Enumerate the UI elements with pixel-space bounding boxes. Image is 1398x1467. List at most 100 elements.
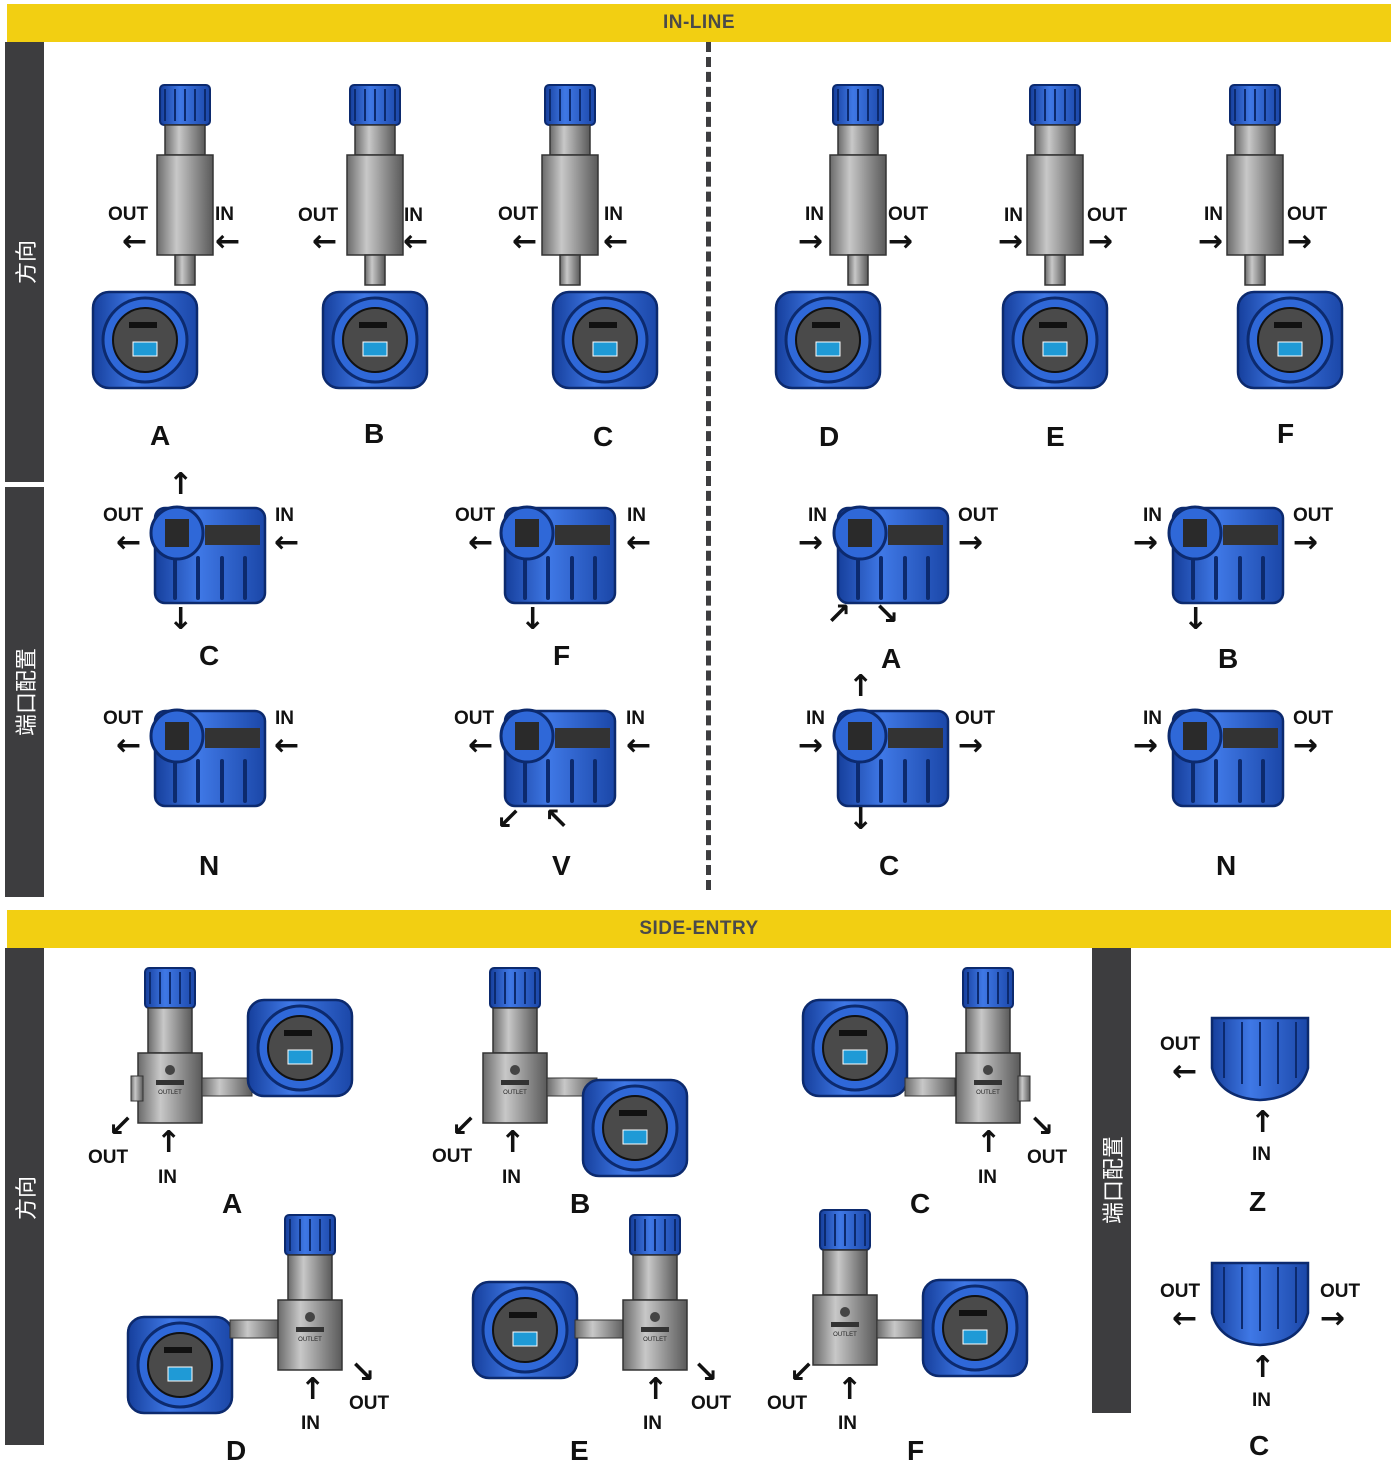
port-block-n2	[1173, 708, 1293, 808]
inline-device-a	[90, 85, 220, 405]
arrow-left-icon: ←	[215, 227, 240, 257]
arrow-up-icon: ↑	[976, 1128, 1001, 1158]
arrow-left-icon: ←	[626, 528, 651, 558]
arrow-left-icon: ←	[403, 227, 428, 257]
label-out: OUT	[888, 204, 928, 226]
arrow-right-icon: →	[798, 731, 823, 761]
label-out: OUT	[767, 1393, 807, 1415]
outlet-text: OUTLET	[976, 1090, 1000, 1096]
orientation-letter: E	[1046, 421, 1065, 453]
arrow-right-icon: →	[1198, 227, 1223, 257]
port-block-c	[155, 505, 275, 605]
port-letter: N	[1216, 850, 1236, 882]
port-block-v	[505, 708, 625, 808]
label-out: OUT	[1160, 1281, 1200, 1303]
arrow-right-icon: →	[1133, 528, 1158, 558]
port-block-a	[838, 505, 958, 605]
inline-device-c	[530, 85, 660, 405]
divider-dashed	[706, 42, 711, 890]
label-out: OUT	[455, 505, 495, 527]
inline-sidebar-orientation: 方向	[5, 42, 44, 482]
label-in: IN	[1252, 1390, 1271, 1412]
arrow-right-icon: →	[1320, 1304, 1345, 1334]
port-letter: F	[553, 640, 570, 672]
inline-device-b	[320, 85, 450, 405]
arrow-left-icon: ←	[1172, 1304, 1197, 1334]
orientation-letter: F	[907, 1435, 924, 1467]
orientation-letter: F	[1277, 418, 1294, 450]
arrow-down-icon: ↓	[520, 605, 545, 635]
label-in: IN	[626, 708, 645, 730]
label-in: IN	[627, 505, 646, 527]
port-letter: Z	[1249, 1186, 1266, 1218]
side-device-c: OUTLET	[805, 968, 1045, 1138]
port-letter: A	[881, 643, 901, 675]
label-in: IN	[604, 204, 623, 226]
arrow-right-icon: →	[888, 227, 913, 257]
label-in: IN	[275, 708, 294, 730]
label-in: IN	[1204, 204, 1223, 226]
arrow-up-icon: ↑	[168, 470, 193, 500]
label-out: OUT	[1027, 1147, 1067, 1169]
sidebar-label-port-config: 端口配置	[1096, 1136, 1128, 1224]
arrow-up-icon: ↑	[156, 1128, 181, 1158]
label-in: IN	[805, 204, 824, 226]
arrow-down-right-icon: ↘	[1029, 1112, 1054, 1142]
orientation-letter: D	[819, 421, 839, 453]
outlet-text: OUTLET	[643, 1337, 667, 1343]
arrow-up-right-icon: ↗	[826, 600, 851, 630]
label-out: OUT	[955, 708, 995, 730]
label-in: IN	[301, 1413, 320, 1435]
arrow-left-icon: ←	[274, 528, 299, 558]
arrow-down-left-icon: ↙	[496, 805, 521, 835]
inline-device-f	[1215, 85, 1345, 405]
side-device-f: OUTLET	[800, 1210, 1040, 1390]
label-out: OUT	[1160, 1034, 1200, 1056]
arrow-left-icon: ←	[274, 731, 299, 761]
knob-c	[1210, 1263, 1310, 1353]
arrow-right-icon: →	[798, 528, 823, 558]
arrow-up-icon: ↑	[1250, 1108, 1275, 1138]
sidebar-label-port-config: 端口配置	[9, 648, 41, 736]
side-device-d: OUTLET	[125, 1215, 365, 1425]
label-out: OUT	[1320, 1281, 1360, 1303]
arrow-down-left-icon: ↙	[108, 1112, 133, 1142]
sidebar-label-orientation: 方向	[9, 240, 41, 284]
orientation-letter: A	[150, 420, 170, 452]
arrow-right-icon: →	[1133, 731, 1158, 761]
orientation-letter: A	[222, 1188, 242, 1220]
arrow-up-icon: ↑	[300, 1375, 325, 1405]
label-in: IN	[838, 1413, 857, 1435]
label-in: IN	[158, 1167, 177, 1189]
outlet-text: OUTLET	[158, 1090, 182, 1096]
port-block-c2	[838, 708, 958, 808]
arrow-left-icon: ←	[468, 528, 493, 558]
arrow-down-right-icon: ↘	[693, 1358, 718, 1388]
orientation-letter: C	[593, 421, 613, 453]
arrow-up-icon: ↑	[643, 1375, 668, 1405]
port-block-n	[155, 708, 275, 808]
label-out: OUT	[103, 708, 143, 730]
arrow-down-icon: ↓	[168, 605, 193, 635]
arrow-left-icon: ←	[603, 227, 628, 257]
arrow-right-icon: →	[958, 731, 983, 761]
arrow-up-icon: ↑	[837, 1375, 862, 1405]
label-out: OUT	[349, 1393, 389, 1415]
arrow-right-icon: →	[958, 528, 983, 558]
arrow-down-right-icon: ↘	[874, 600, 899, 630]
arrow-up-icon: ↑	[1250, 1353, 1275, 1383]
orientation-letter: D	[226, 1435, 246, 1467]
label-out: OUT	[498, 204, 538, 226]
arrow-right-icon: →	[998, 227, 1023, 257]
arrow-down-icon: ↓	[848, 805, 873, 835]
port-letter: B	[1218, 643, 1238, 675]
port-letter: N	[199, 850, 219, 882]
arrow-left-icon: ←	[116, 731, 141, 761]
label-in: IN	[1143, 708, 1162, 730]
arrow-up-icon: ↑	[848, 672, 873, 702]
arrow-right-icon: →	[1293, 528, 1318, 558]
side-sidebar-orientation: 方向	[5, 948, 44, 1445]
orientation-letter: C	[910, 1188, 930, 1220]
label-in: IN	[806, 708, 825, 730]
orientation-letter: B	[364, 418, 384, 450]
